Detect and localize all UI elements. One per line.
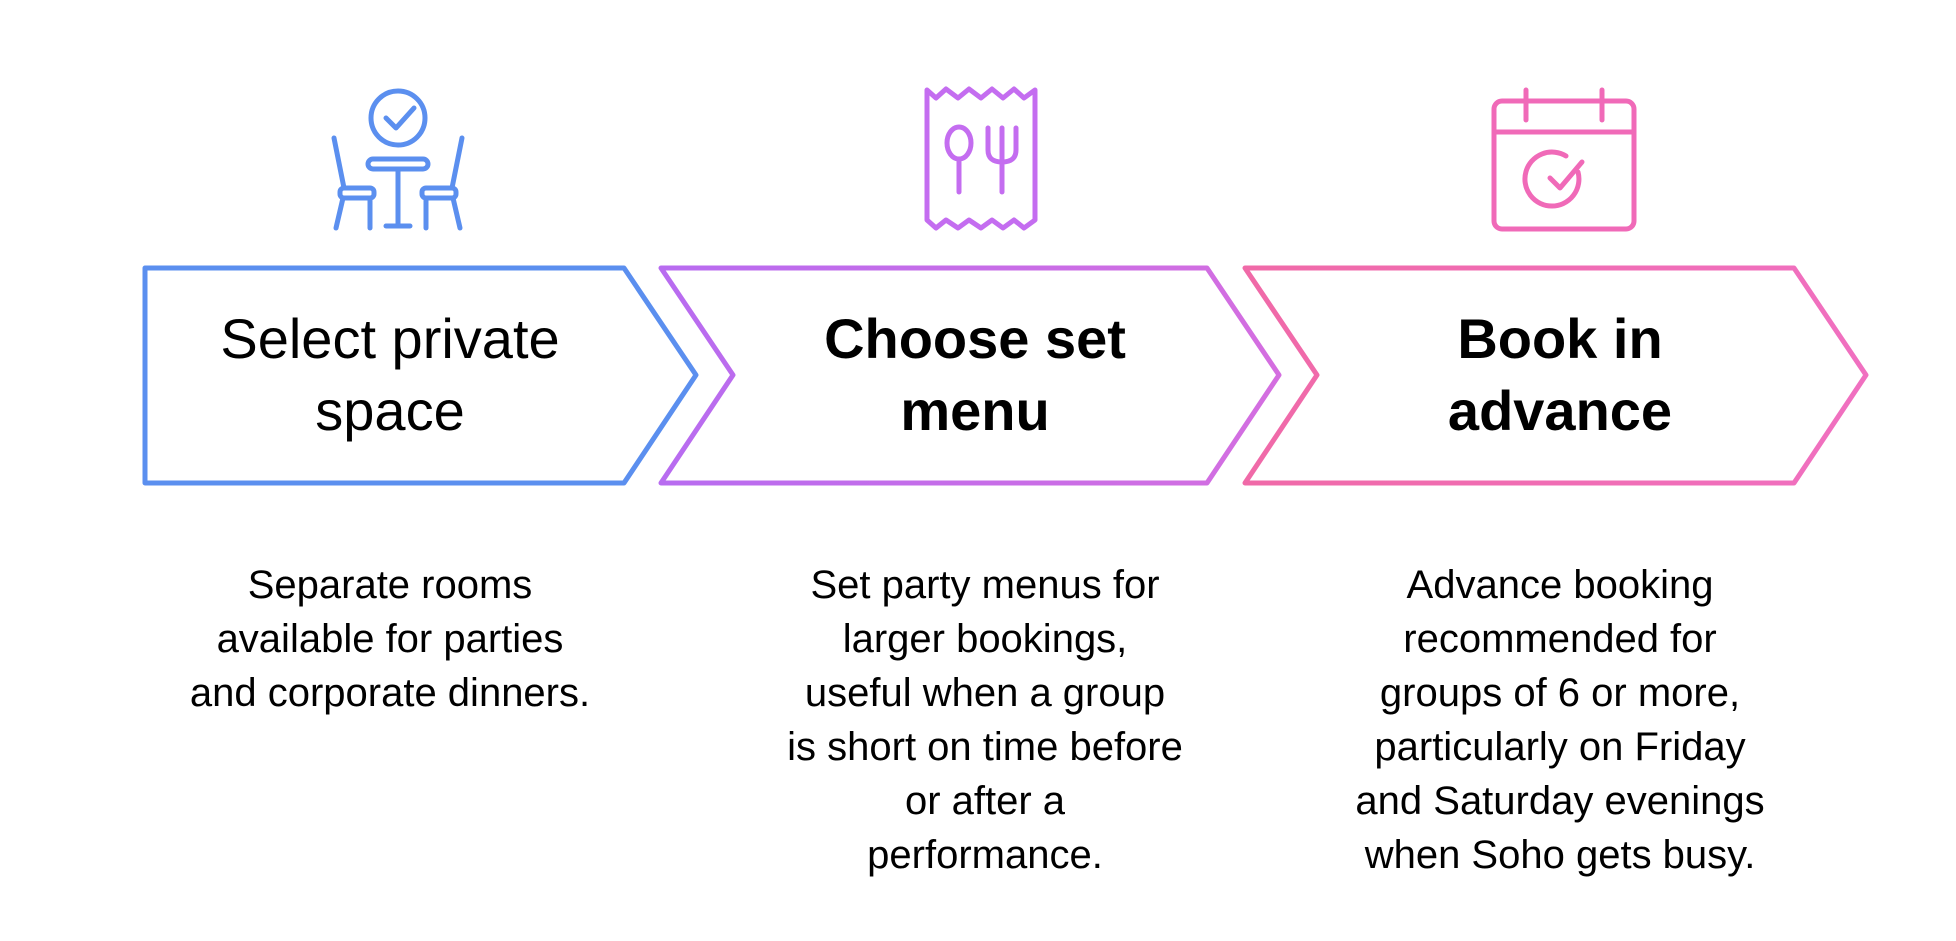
step-1-title: Select private space [220,307,560,442]
step-1-arrow [142,265,699,486]
step-2-title: Choose set menu [824,307,1126,442]
step-3-arrow [1242,265,1869,486]
step-3-title: Book in advance [1447,307,1673,442]
step-1-description: Separate rooms available for parties and… [189,563,591,715]
dining-table-chairs-icon [331,88,465,231]
menu-spoon-fork-icon [924,86,1038,231]
step-2-arrow [658,265,1282,486]
calendar-check-icon [1491,87,1637,232]
step-3-description: Advance booking recommended for groups o… [1355,563,1765,877]
step-2-description: Set party menus for larger bookings, use… [787,563,1183,877]
